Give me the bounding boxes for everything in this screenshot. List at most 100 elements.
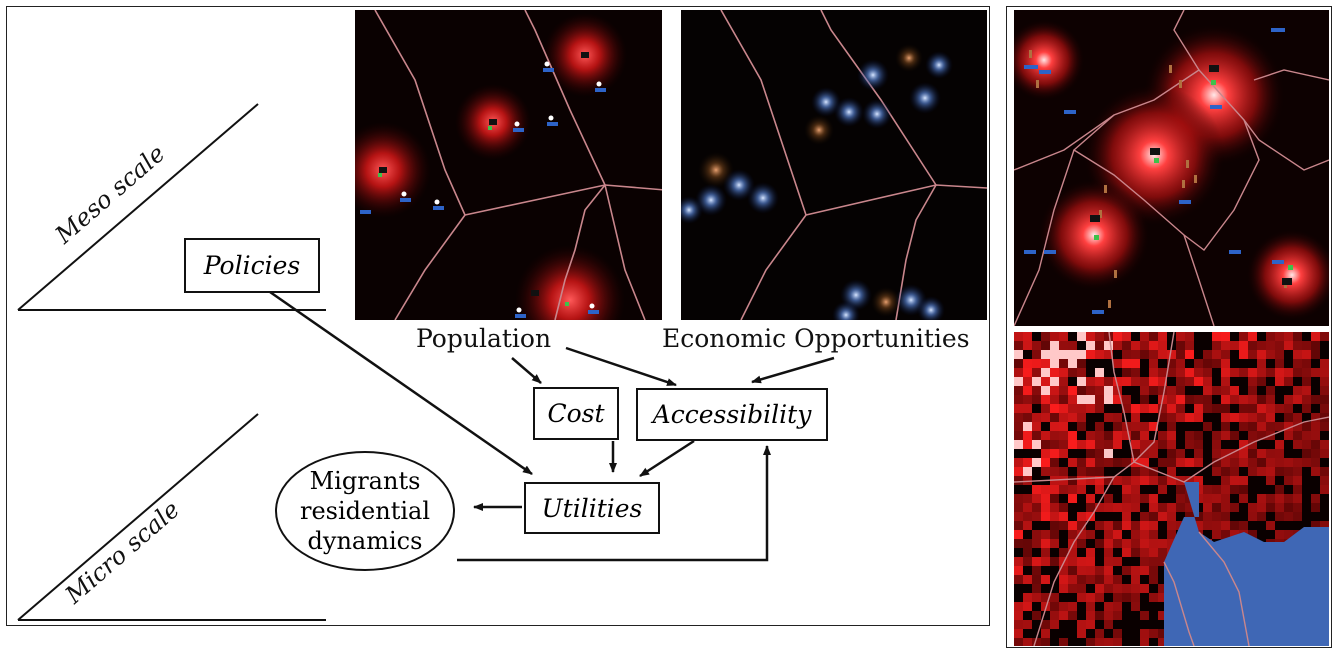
grid-cell [1059, 485, 1068, 494]
grid-cell [1014, 422, 1023, 431]
grid-cell [1293, 494, 1302, 503]
grid-cell [1068, 521, 1077, 530]
grid-cell [1050, 431, 1059, 440]
grid-cell [1104, 350, 1113, 359]
grid-cell [1140, 332, 1149, 341]
grid-cell [1077, 620, 1086, 629]
grid-cell [1086, 377, 1095, 386]
grid-cell [1131, 404, 1140, 413]
grid-cell [1311, 458, 1320, 467]
grid-cell [1212, 512, 1221, 521]
grid-cell [1023, 386, 1032, 395]
grid-cell [1122, 341, 1131, 350]
grid-cell [1113, 629, 1122, 638]
grid-cell [1176, 377, 1185, 386]
grid-cell [1041, 431, 1050, 440]
grid-cell [1059, 503, 1068, 512]
grid-cell [1221, 485, 1230, 494]
grid-cell [1140, 629, 1149, 638]
grid-cell [1104, 557, 1113, 566]
grid-cell [1086, 566, 1095, 575]
grid-cell [1293, 395, 1302, 404]
grid-cell [1023, 440, 1032, 449]
grid-cell [1320, 467, 1329, 476]
grid-cell [1095, 611, 1104, 620]
grid-cell [1050, 467, 1059, 476]
grid-cell [1275, 458, 1284, 467]
grid-cell [1104, 458, 1113, 467]
grid-cell [1104, 611, 1113, 620]
grid-cell [1194, 377, 1203, 386]
grid-cell [1320, 386, 1329, 395]
grid-cell [1131, 431, 1140, 440]
grid-cell [1176, 386, 1185, 395]
grid-cell [1077, 575, 1086, 584]
grid-cell [1185, 413, 1194, 422]
grid-cell [1086, 638, 1095, 646]
grid-cell [1275, 377, 1284, 386]
grid-cell [1275, 467, 1284, 476]
grid-cell [1032, 530, 1041, 539]
grid-cell [1149, 548, 1158, 557]
grid-cell [1041, 377, 1050, 386]
grid-cell [1068, 530, 1077, 539]
grid-cell [1284, 494, 1293, 503]
grid-cell [1068, 584, 1077, 593]
grid-cell [1149, 440, 1158, 449]
grid-cell [1149, 593, 1158, 602]
grid-cell [1086, 395, 1095, 404]
grid-cell [1131, 422, 1140, 431]
grid-cell [1158, 368, 1167, 377]
grid-cell [1167, 431, 1176, 440]
grid-cell [1248, 395, 1257, 404]
grid-cell [1140, 449, 1149, 458]
grid-cell [1275, 359, 1284, 368]
grid-cell [1158, 332, 1167, 341]
grid-cell [1176, 395, 1185, 404]
grid-cell [1158, 341, 1167, 350]
grid-cell [1203, 494, 1212, 503]
grid-cell [1095, 575, 1104, 584]
grid-cell [1284, 422, 1293, 431]
grid-cell [1041, 557, 1050, 566]
grid-cell [1149, 386, 1158, 395]
grid-cell [1311, 449, 1320, 458]
grid-cell [1293, 368, 1302, 377]
grid-cell [1041, 593, 1050, 602]
grid-cell [1023, 359, 1032, 368]
grid-cell [1104, 602, 1113, 611]
accessibility-box: Accessibility [636, 388, 828, 441]
grid-cell [1041, 341, 1050, 350]
grid-cell [1032, 611, 1041, 620]
grid-cell [1257, 422, 1266, 431]
grid-cell [1032, 368, 1041, 377]
grid-cell [1320, 404, 1329, 413]
grid-cell [1095, 539, 1104, 548]
grid-cell [1221, 413, 1230, 422]
grid-cell [1158, 548, 1167, 557]
grid-cell [1266, 332, 1275, 341]
grid-cell [1266, 413, 1275, 422]
grid-cell [1158, 440, 1167, 449]
grid-cell [1104, 584, 1113, 593]
simulation-detail-map [1014, 10, 1329, 326]
grid-cell [1032, 350, 1041, 359]
grid-cell [1248, 377, 1257, 386]
grid-cell [1059, 395, 1068, 404]
grid-cell [1167, 449, 1176, 458]
grid-cell [1077, 539, 1086, 548]
grid-cell [1086, 332, 1095, 341]
grid-cell [1023, 620, 1032, 629]
grid-cell [1203, 377, 1212, 386]
grid-cell [1230, 503, 1239, 512]
grid-cell [1230, 341, 1239, 350]
grid-cell [1077, 521, 1086, 530]
grid-cell [1140, 395, 1149, 404]
grid-cell [1167, 440, 1176, 449]
grid-cell [1149, 359, 1158, 368]
grid-cell [1068, 476, 1077, 485]
grid-cell [1104, 539, 1113, 548]
main-diagram-frame [6, 6, 990, 626]
grid-cell [1311, 431, 1320, 440]
grid-cell [1068, 431, 1077, 440]
